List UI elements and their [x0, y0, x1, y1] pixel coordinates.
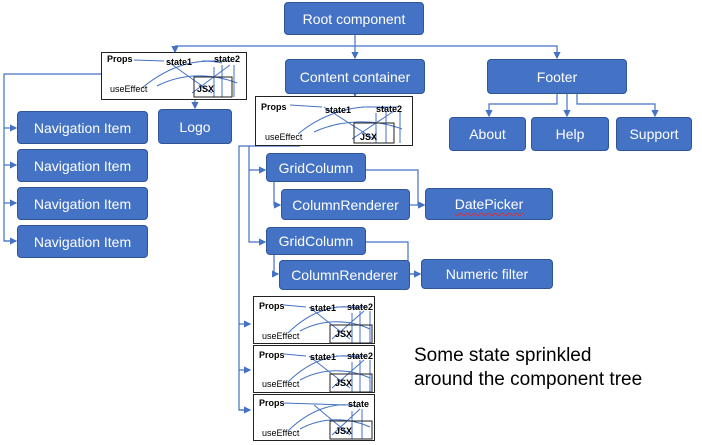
state-b-label: state: [348, 399, 370, 409]
props-label: Props: [259, 350, 285, 360]
state-box: Props state1 state2 useEffect JSX: [253, 296, 375, 344]
footer-node: Footer: [487, 59, 627, 94]
state-b-label: state2: [376, 104, 403, 114]
jsx-label: JSX: [335, 426, 353, 436]
state-a-label: state1: [166, 57, 193, 67]
logo-node: Logo: [158, 109, 232, 144]
props-label: Props: [261, 102, 287, 112]
state-flow-lines: [283, 353, 373, 393]
support-node: Support: [616, 117, 692, 151]
use-effect-label: useEffect: [265, 132, 303, 142]
help-node: Help: [531, 117, 609, 151]
props-label: Props: [259, 301, 285, 311]
use-effect-label: useEffect: [262, 331, 300, 341]
columnrenderer-node: ColumnRenderer: [279, 260, 410, 290]
state-box: Props state1 state2 useEffect JSX: [253, 345, 375, 393]
navigation-item-node: Navigation Item: [17, 187, 148, 220]
state-box: Props state1 state2 useEffect JSX: [101, 52, 247, 100]
use-effect-label: useEffect: [110, 84, 148, 94]
use-effect-label: useEffect: [262, 428, 300, 438]
datepicker-node: DatePicker: [425, 188, 553, 220]
state-flow-lines: [283, 402, 373, 440]
numeric-filter-node: Numeric filter: [421, 259, 553, 289]
navigation-item-node: Navigation Item: [17, 149, 148, 182]
caption-text: Some state sprinkled around the componen…: [414, 344, 642, 392]
gridcolumn-node: GridColumn: [266, 227, 366, 255]
jsx-label: JSX: [197, 84, 215, 94]
state-a-label: state1: [310, 352, 337, 362]
state-b-label: state2: [347, 302, 374, 312]
navigation-item-node: Navigation Item: [17, 225, 148, 258]
about-node: About: [449, 117, 526, 151]
use-effect-label: useEffect: [262, 379, 300, 389]
props-label: Props: [107, 54, 133, 64]
root-component-node: Root component: [284, 2, 424, 35]
state-box: Props state1 state2 useEffect JSX: [255, 96, 413, 146]
state-b-label: state2: [214, 54, 241, 64]
state-flow-lines: [133, 59, 238, 98]
caption-line: around the component tree: [414, 369, 643, 390]
state-a-label: state1: [325, 105, 352, 115]
state-flow-lines: [289, 104, 403, 144]
jsx-label: JSX: [360, 132, 378, 142]
state-b-label: state2: [347, 351, 374, 361]
state-box: Props state useEffect JSX: [253, 394, 375, 441]
gridcolumn-node: GridColumn: [266, 153, 366, 182]
state-a-label: state1: [310, 303, 337, 313]
columnrenderer-node: ColumnRenderer: [281, 189, 410, 220]
jsx-label: JSX: [335, 329, 353, 339]
state-flow-lines: [283, 304, 373, 344]
props-label: Props: [259, 398, 285, 408]
navigation-item-node: Navigation Item: [17, 111, 148, 144]
caption-line: Some state sprinkled: [414, 345, 592, 366]
content-container-node: Content container: [285, 59, 425, 94]
jsx-label: JSX: [335, 378, 353, 388]
